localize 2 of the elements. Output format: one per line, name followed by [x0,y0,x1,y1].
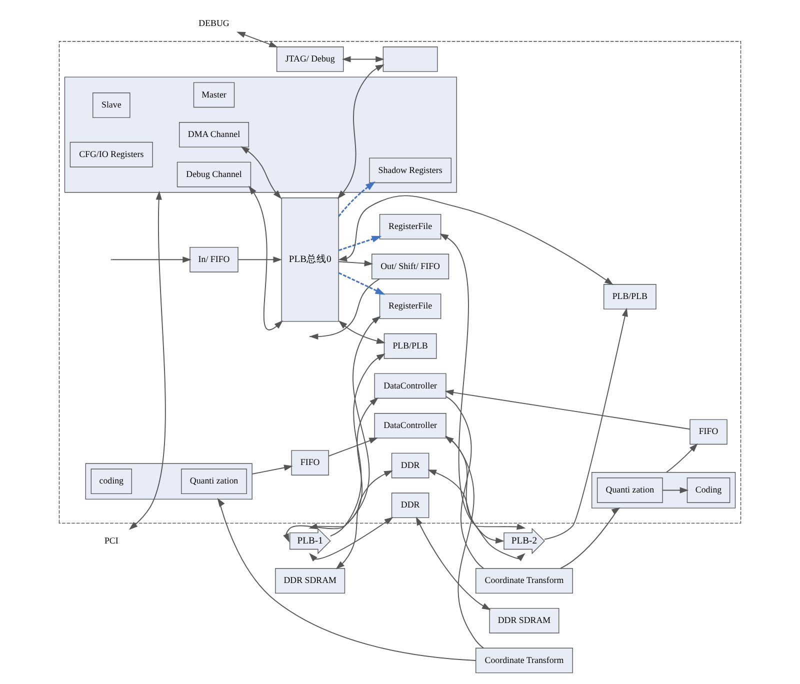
node-text: PCI [104,535,118,546]
node-text: DEBUG [198,18,230,28]
